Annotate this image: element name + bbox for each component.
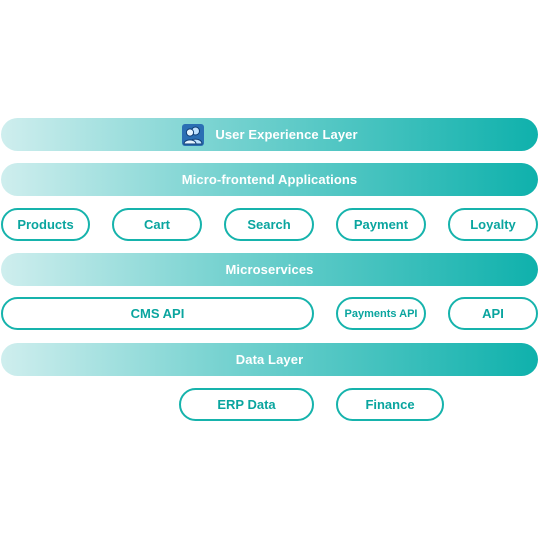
data-finance[interactable]: Finance xyxy=(336,388,444,421)
data-erp[interactable]: ERP Data xyxy=(179,388,314,421)
ux-layer-title: User Experience Layer xyxy=(215,127,358,142)
service-api[interactable]: API xyxy=(448,297,538,330)
data-layer-title: Data Layer xyxy=(235,352,304,367)
microservices-layer-title: Microservices xyxy=(225,262,314,277)
mfe-cart[interactable]: Cart xyxy=(112,208,202,241)
mfe-search[interactable]: Search xyxy=(224,208,314,241)
mfe-loyalty[interactable]: Loyalty xyxy=(448,208,538,241)
ux-layer-band: User Experience Layer xyxy=(1,118,538,151)
microfrontend-layer-band: Micro-frontend Applications xyxy=(1,163,538,196)
microfrontend-layer-title: Micro-frontend Applications xyxy=(181,172,358,187)
microservices-layer-band: Microservices xyxy=(1,253,538,286)
data-layer-band: Data Layer xyxy=(1,343,538,376)
service-payments-api[interactable]: Payments API xyxy=(336,297,426,330)
mfe-products[interactable]: Products xyxy=(1,208,90,241)
users-icon xyxy=(181,123,205,147)
service-cms-api[interactable]: CMS API xyxy=(1,297,314,330)
mfe-payment[interactable]: Payment xyxy=(336,208,426,241)
